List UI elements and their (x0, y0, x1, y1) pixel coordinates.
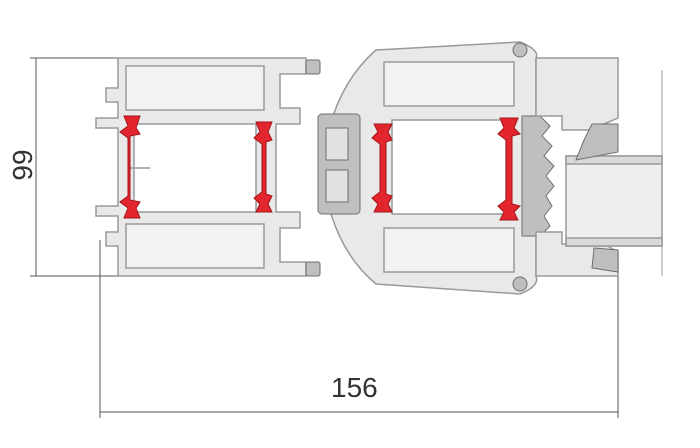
clips (305, 42, 528, 292)
height-dimension-label: 66 (7, 149, 38, 181)
glass-unit (565, 155, 663, 247)
sash-thermal-break (371, 117, 521, 221)
sash-profile (321, 41, 538, 295)
outer-frame-profile (95, 57, 307, 277)
right-gaskets (575, 123, 619, 273)
width-dimension-label: 156 (331, 372, 378, 403)
left-thermal-break (119, 115, 273, 219)
glazing-gasket (521, 115, 555, 237)
centre-gasket (317, 113, 361, 215)
